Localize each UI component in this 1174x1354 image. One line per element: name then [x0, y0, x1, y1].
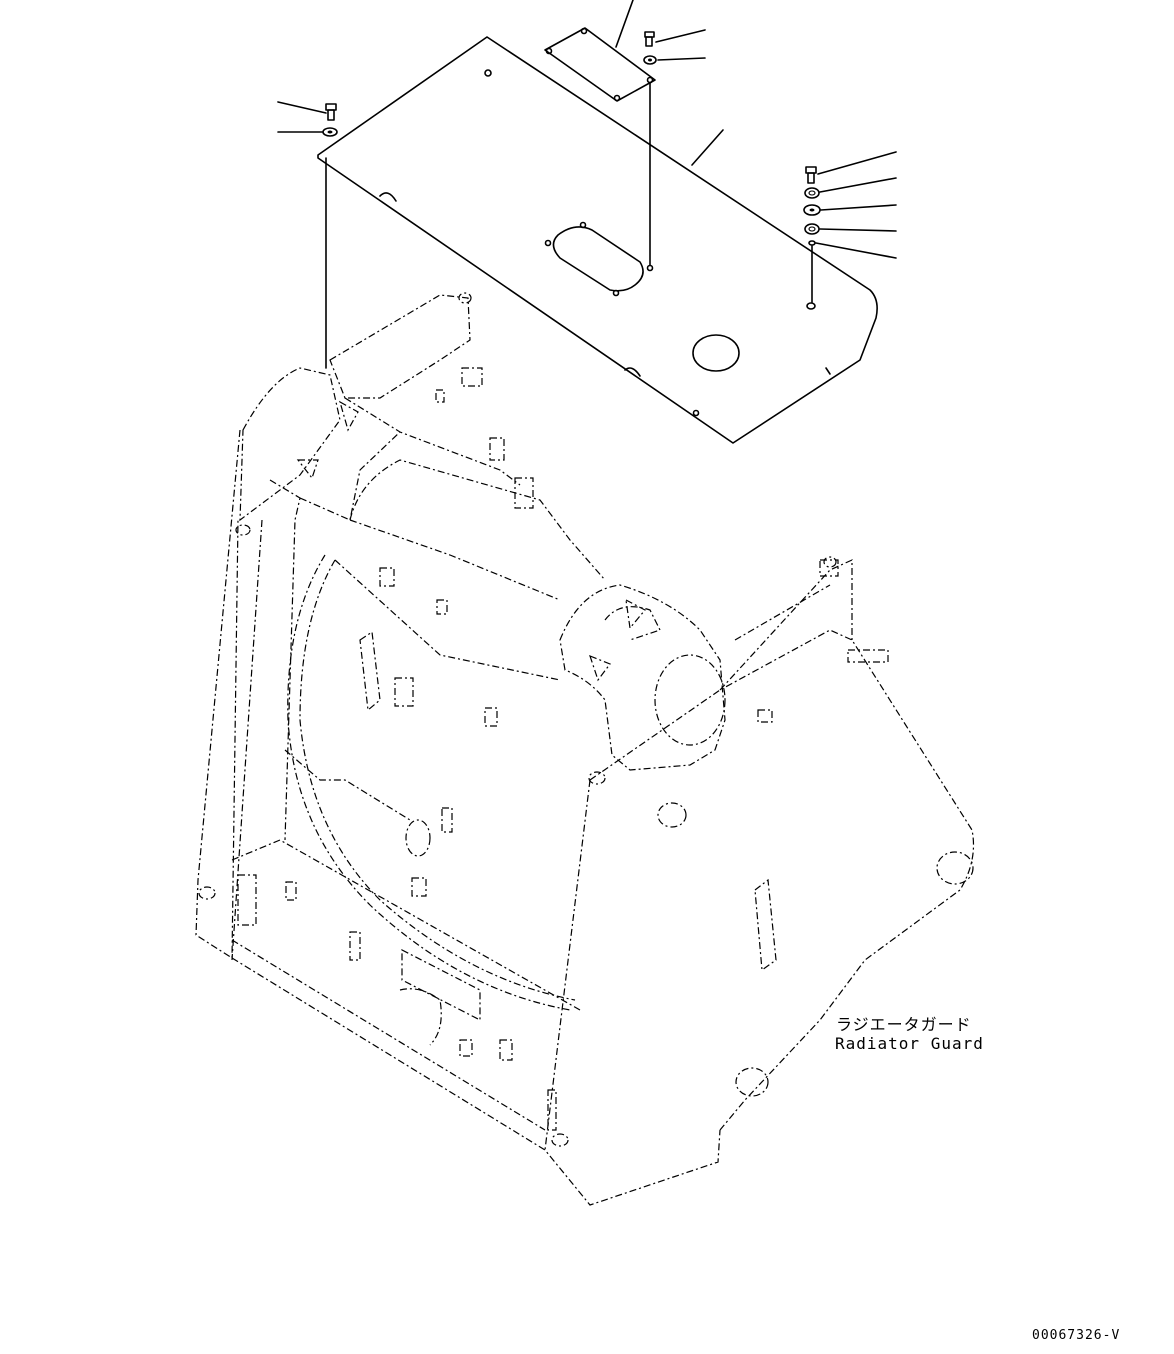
radiator-guard-frame — [195, 292, 975, 1206]
part-name-english: Radiator Guard — [835, 1034, 984, 1053]
fasteners — [322, 31, 821, 369]
part-name-japanese: ラジエータガード — [836, 1015, 972, 1034]
small-cover — [544, 27, 656, 266]
leader-lines — [277, 0, 897, 259]
drawing-code: 00067326-V — [1032, 1328, 1121, 1343]
cover-plate — [317, 36, 878, 444]
